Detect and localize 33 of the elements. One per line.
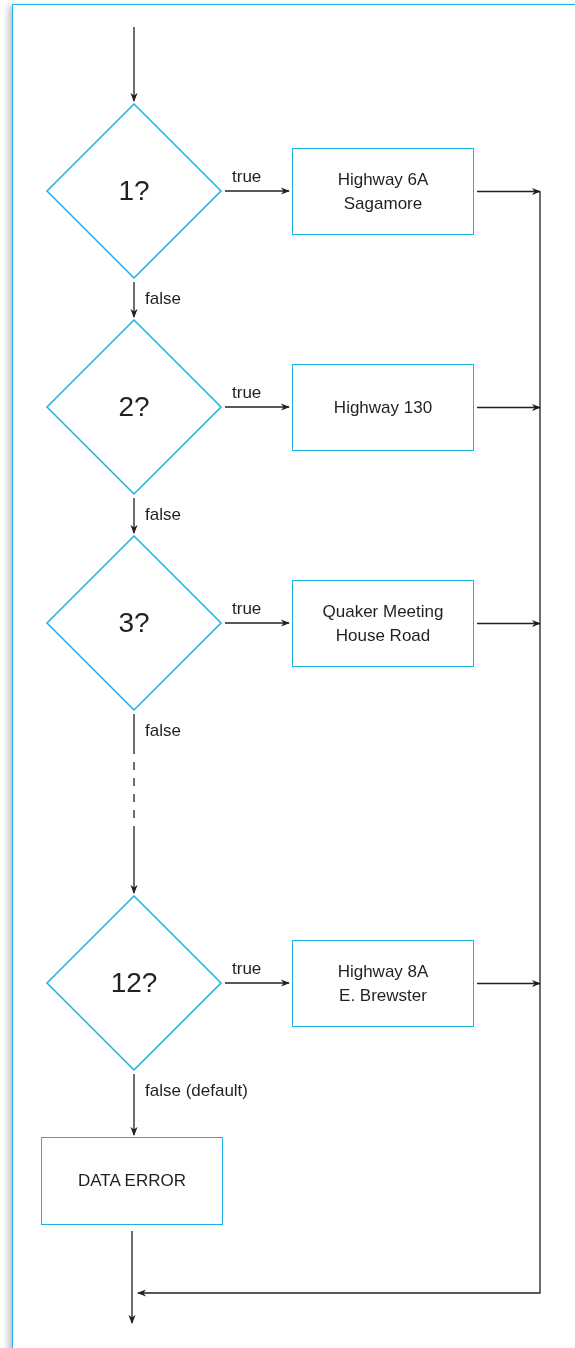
arrow bbox=[128, 1230, 136, 1324]
arrow bbox=[476, 619, 541, 628]
arrow bbox=[476, 403, 541, 412]
process-box bbox=[41, 1137, 223, 1225]
node-text: 1? bbox=[118, 174, 150, 209]
arrow bbox=[130, 26, 138, 102]
arrow bbox=[476, 187, 541, 196]
arrow bbox=[224, 979, 290, 987]
arrow bbox=[130, 1073, 138, 1136]
node-text: 2? bbox=[118, 390, 150, 425]
process-box bbox=[292, 364, 474, 451]
node-text: DATA ERROR bbox=[77, 1170, 187, 1193]
node-text: Quaker Meeting House Road bbox=[321, 600, 445, 647]
node-text: 3? bbox=[118, 606, 150, 641]
arrow bbox=[224, 403, 290, 411]
decision-diamond bbox=[46, 895, 222, 1071]
decision-diamond bbox=[46, 535, 222, 711]
arrow bbox=[130, 713, 138, 894]
process-box bbox=[292, 580, 474, 667]
decision-diamond bbox=[46, 319, 222, 495]
process-box bbox=[292, 940, 474, 1027]
decision-diamond bbox=[46, 103, 222, 279]
arrow bbox=[130, 497, 138, 534]
node-text: 12? bbox=[110, 966, 158, 1001]
process-box bbox=[292, 148, 474, 235]
node-text: Highway 8A E. Brewster bbox=[336, 960, 430, 1007]
arrow bbox=[224, 619, 290, 627]
node-text: Highway 130 bbox=[332, 396, 434, 419]
arrow bbox=[130, 281, 138, 318]
arrow bbox=[476, 979, 541, 988]
edge-label: false (default) bbox=[143, 1082, 250, 1101]
arrow bbox=[224, 187, 290, 195]
node-text: Highway 6A Sagamore bbox=[336, 168, 430, 215]
